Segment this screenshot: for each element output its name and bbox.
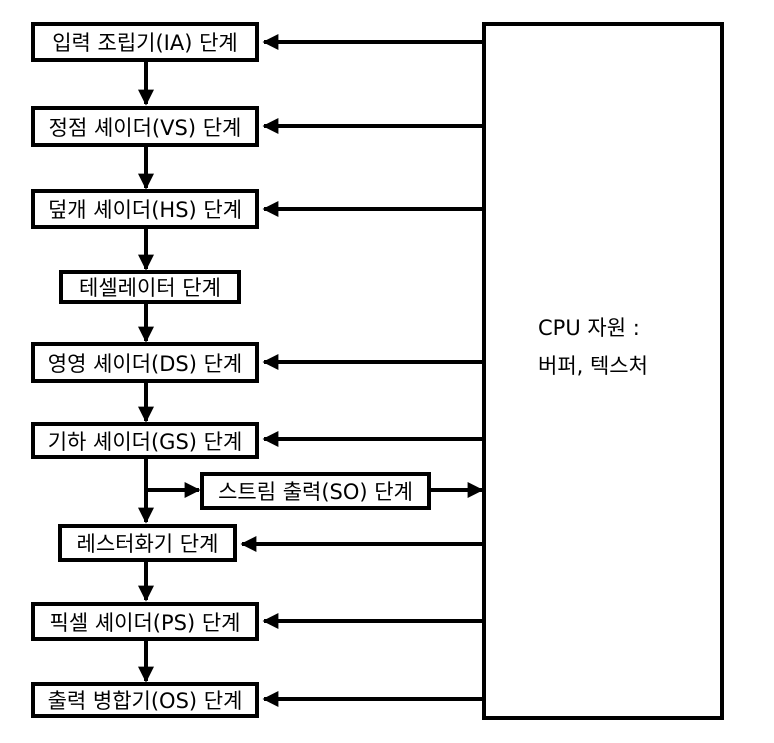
stage-geometry-shader: 기하 셰이더(GS) 단계: [31, 422, 259, 459]
stage-label: 픽셀 셰이더(PS) 단계: [49, 610, 241, 635]
stage-label: 기하 셰이더(GS) 단계: [47, 429, 243, 454]
stage-label: 입력 조립기(IA) 단계: [52, 31, 238, 55]
stage-input-assembler: 입력 조립기(IA) 단계: [31, 22, 259, 62]
stage-label: 레스터화기 단계: [76, 532, 219, 556]
stage-tessellator: 테셀레이터 단계: [59, 270, 241, 304]
stage-label: 스트림 출력(SO) 단계: [218, 480, 413, 504]
stage-pixel-shader: 픽셀 셰이더(PS) 단계: [31, 602, 259, 641]
cpu-resource-list: 버퍼, 텍스처: [538, 354, 648, 378]
stage-vertex-shader: 정점 셰이더(VS) 단계: [31, 106, 259, 147]
stage-hull-shader: 덮개 셰이더(HS) 단계: [31, 189, 259, 229]
stage-domain-shader: 영영 셰이더(DS) 단계: [31, 342, 259, 383]
stage-label: 덮개 셰이더(HS) 단계: [47, 198, 243, 222]
stage-label: 정점 셰이더(VS) 단계: [48, 115, 242, 140]
cpu-resource-box: [482, 22, 724, 720]
stage-stream-output: 스트림 출력(SO) 단계: [200, 472, 431, 510]
stage-label: 영영 셰이더(DS) 단계: [47, 351, 243, 376]
stage-output-merger: 출력 병합기(OS) 단계: [31, 682, 259, 718]
stage-label: 출력 병합기(OS) 단계: [47, 689, 243, 713]
stage-rasterizer: 레스터화기 단계: [58, 524, 237, 562]
cpu-resource-title: CPU 자원 :: [538, 316, 640, 340]
stage-label: 테셀레이터 단계: [79, 276, 221, 300]
